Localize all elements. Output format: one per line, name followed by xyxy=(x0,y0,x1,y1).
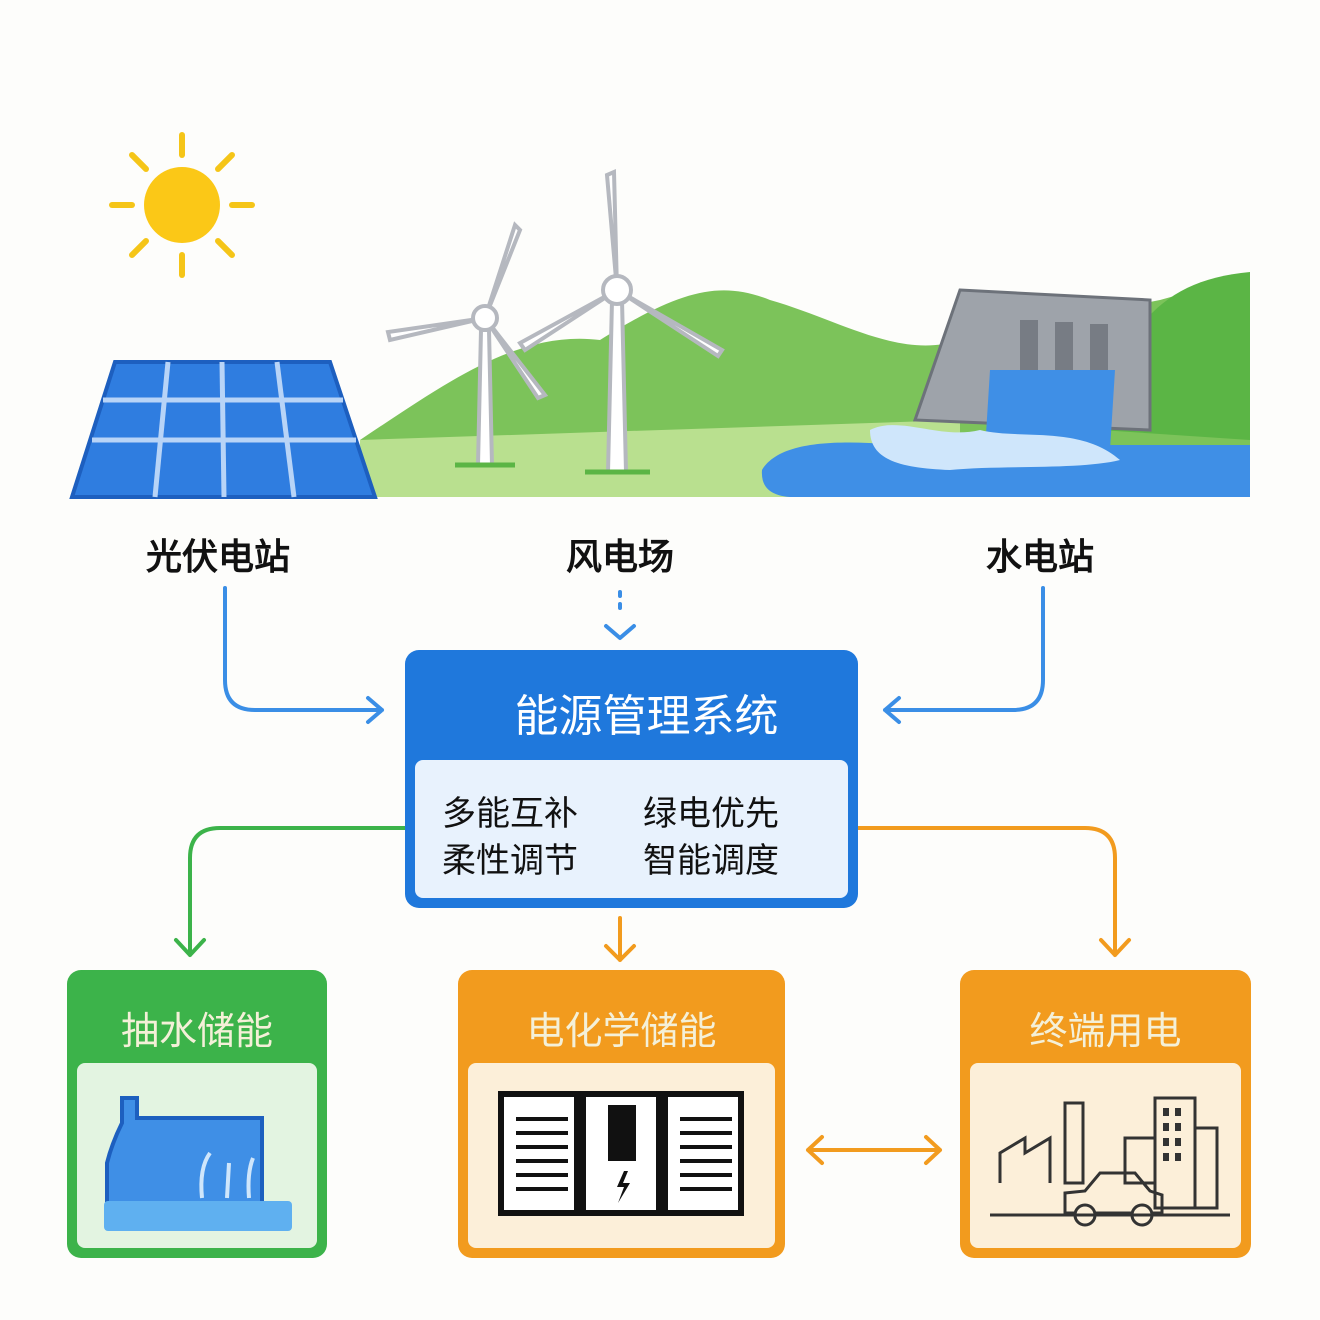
box-title: 电化学储能 xyxy=(526,1009,717,1053)
arrow-ems-to-pumped xyxy=(174,826,407,957)
ems-features: 多能互补 绿电优先 柔性调节 智能调度 xyxy=(415,760,848,898)
feature: 多能互补 xyxy=(442,794,578,834)
sun-icon xyxy=(109,132,255,278)
label-wind-farm: 风电场 xyxy=(565,537,675,578)
arrow-ems-to-load xyxy=(856,826,1131,957)
box-title: 终端用电 xyxy=(1029,1009,1182,1053)
arrow-hydro-to-ems xyxy=(883,586,1045,724)
feature: 绿电优先 xyxy=(643,794,779,834)
ems-title: 能源管理系统 xyxy=(514,691,779,742)
label-hydro-station: 水电站 xyxy=(985,537,1095,578)
battery-storage-box: 电化学储能 xyxy=(458,970,785,1258)
pumped-storage-dam-icon xyxy=(104,1096,292,1231)
end-use-box: 终端用电 xyxy=(960,970,1251,1258)
flow-arrows xyxy=(174,586,1131,1165)
feature: 智能调度 xyxy=(643,841,779,881)
arrow-ems-to-battery xyxy=(604,916,636,962)
arrow-battery-load-bidirectional xyxy=(806,1135,942,1165)
wind-turbine-icon xyxy=(385,168,725,475)
pumped-storage-box: 抽水储能 xyxy=(67,970,327,1258)
hydro-dam-icon xyxy=(761,288,1250,497)
energy-management-system: 能源管理系统 多能互补 绿电优先 柔性调节 智能调度 xyxy=(405,650,858,908)
box-title: 抽水储能 xyxy=(120,1009,273,1053)
battery-cabinet-icon xyxy=(498,1091,744,1216)
city-factory-car-icon xyxy=(990,1096,1230,1227)
feature: 柔性调节 xyxy=(442,841,578,881)
label-solar-station: 光伏电站 xyxy=(145,537,291,578)
solar-panel-icon xyxy=(69,360,378,499)
arrow-solar-to-ems xyxy=(223,586,384,724)
